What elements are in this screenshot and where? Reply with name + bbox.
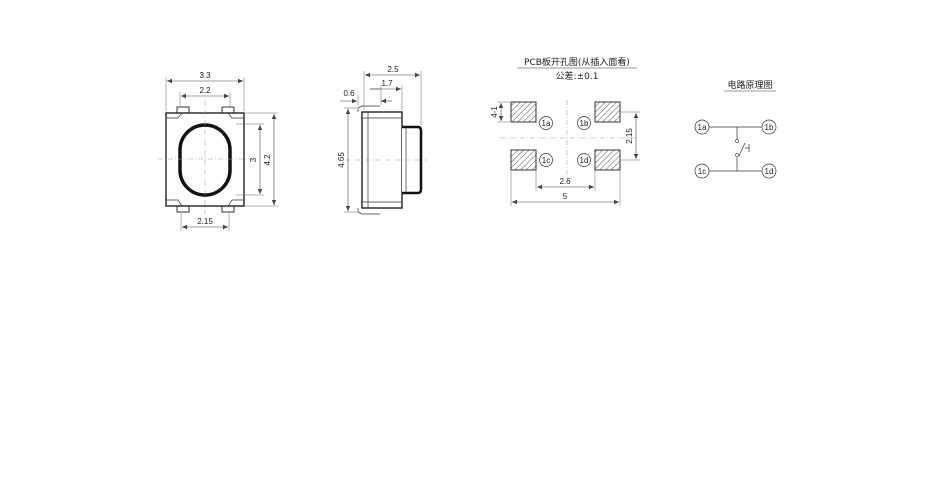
dim-side-height-label: 4.65 (337, 152, 346, 168)
dim-inner-span-label: 2.6 (559, 177, 571, 186)
top-view: 3.3 2.2 2.15 3 4.2 (158, 71, 278, 231)
pad-1c (510, 149, 537, 171)
dim-width-outer-label: 3.3 (199, 71, 211, 80)
dim-height-inner-label: 3 (249, 157, 258, 162)
corner-bl (166, 199, 183, 207)
node-1d: 1d (765, 167, 774, 176)
corner-br (227, 199, 244, 207)
switch-blade (738, 142, 746, 157)
pad-label-1a: 1a (542, 119, 551, 128)
pcb-title: PCB板开孔图(从插入面看) (524, 56, 630, 68)
pad-label-1d: 1d (580, 156, 589, 165)
dim-side-terminal-label: 0.6 (343, 89, 355, 98)
pad-label-1b: 1b (580, 119, 589, 128)
node-1c: 1c (698, 167, 706, 176)
pad-1a (510, 101, 537, 123)
pad-1d (594, 149, 621, 171)
side-terminal-bottom (357, 208, 380, 215)
side-view: 2.5 1.7 0.6 4.65 (337, 65, 428, 215)
pad-1b (594, 101, 621, 123)
dim-width-bottom-label: 2.15 (197, 217, 213, 226)
dim-side-body-label: 1.7 (381, 79, 393, 88)
dim-width-inner-label: 2.2 (199, 86, 211, 95)
circuit-diagram: 电路原理图 1a 1b 1c 1d (694, 79, 777, 179)
corner-tl (166, 112, 183, 119)
circuit-title: 电路原理图 (727, 79, 772, 91)
dim-pad-pitch-label: 2.15 (625, 128, 634, 144)
dim-outer-span-label: 5 (563, 192, 568, 201)
pcb-tolerance: 公差:±0.1 (556, 70, 599, 82)
corner-tr (227, 112, 244, 119)
dim-side-overall-label: 2.5 (387, 65, 399, 74)
side-terminal-top (357, 105, 380, 112)
side-actuator (402, 125, 423, 195)
dim-pad-height-label: 4-1 (490, 106, 499, 118)
node-1a: 1a (698, 123, 707, 132)
pcb-layout: PCB板开孔图(从插入面看) 公差:±0.1 1a 1b 1c 1d 4-1 2… (490, 56, 640, 206)
node-1b: 1b (765, 123, 774, 132)
pad-label-1c: 1c (542, 156, 550, 165)
dim-height-outer-label: 4.2 (263, 154, 272, 166)
